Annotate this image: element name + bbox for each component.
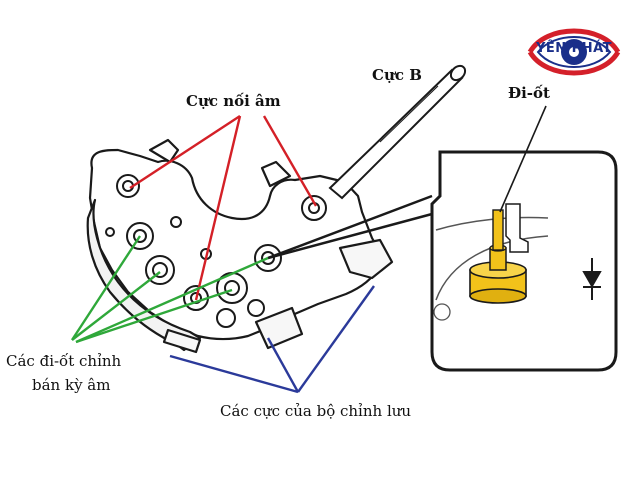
blue-leader-lines bbox=[169, 285, 375, 394]
logo-text: YÊN PHÁT bbox=[535, 41, 613, 56]
label-cac-cuc: Các cực của bộ chỉnh lưu bbox=[220, 402, 412, 420]
label-cuc-b: Cực B bbox=[372, 66, 422, 84]
label-cac-di-ot-line2: bán kỳ âm bbox=[32, 376, 111, 394]
green-leader-lines bbox=[70, 235, 269, 344]
diode-leader-line bbox=[499, 105, 547, 213]
label-di-ot: Đi-ốt bbox=[508, 84, 550, 102]
diode-symbol-icon bbox=[582, 258, 602, 300]
red-leader-lines bbox=[129, 114, 318, 301]
logo-eye-icon bbox=[527, 28, 621, 76]
label-cuc-noi-am: Cực nối âm bbox=[186, 92, 281, 110]
diode-inset bbox=[267, 150, 618, 372]
b-terminal-rod bbox=[328, 64, 467, 200]
rectifier-diode-cells bbox=[105, 174, 327, 328]
label-cac-di-ot-line1: Các đi-ốt chỉnh bbox=[6, 352, 122, 370]
